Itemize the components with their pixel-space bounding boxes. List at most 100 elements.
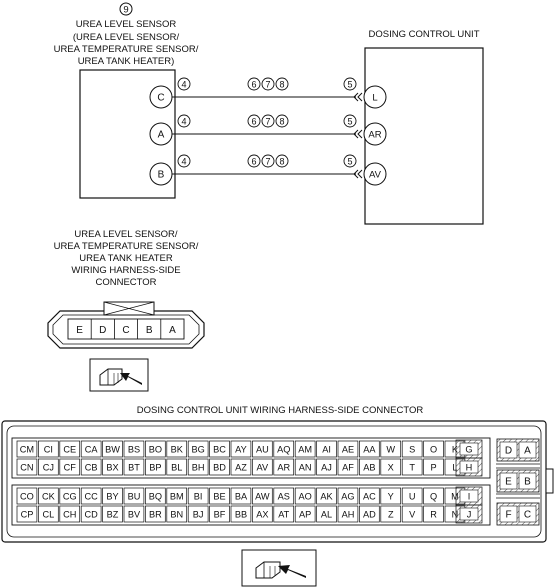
dcu-pin-cell xyxy=(59,505,81,523)
dcu-power-pin-cell xyxy=(518,505,537,523)
dcu-pin-label: CK xyxy=(42,492,56,502)
dcu-pin-cell xyxy=(166,440,188,458)
sensor-title-line-2: (UREA LEVEL SENSOR/ xyxy=(73,32,180,43)
dcu-power-pin-cell xyxy=(499,505,518,523)
dcu-pin-cell xyxy=(252,440,273,458)
dcu-terminal xyxy=(363,85,387,109)
sensor-title-line-1: UREA LEVEL SENSOR xyxy=(76,19,177,30)
dcu-pin-cell xyxy=(380,458,402,476)
dcu-pin-cell xyxy=(38,487,59,505)
dcu-power-pin-label: F xyxy=(505,510,511,521)
dcu-pin-label: AM xyxy=(298,445,312,455)
mid-ref-label: 7 xyxy=(265,117,270,127)
dcu-pin-label: CI xyxy=(44,445,53,455)
dcu-pin-cell xyxy=(230,458,252,476)
sensor-terminal-label: B xyxy=(158,170,165,181)
right-ref-label: 5 xyxy=(347,80,352,90)
dcu-pin-cell xyxy=(166,505,188,523)
dcu-pin-label: X xyxy=(388,463,394,473)
dcu-pin-label: BD xyxy=(213,463,226,473)
sensor-connector-title-line-3: UREA TANK HEATER xyxy=(79,253,173,264)
dcu-pin-label: BT xyxy=(128,463,140,473)
dcu-pin-label: AP xyxy=(299,510,311,520)
dcu-power-pin-label: B xyxy=(524,477,531,488)
dcu-pin-label: CE xyxy=(63,445,76,455)
dcu-pin-label: AA xyxy=(363,445,376,455)
dcu-pin-label: AE xyxy=(342,445,354,455)
dcu-side-pin-cell xyxy=(459,507,479,521)
dcu-pin-cell xyxy=(102,458,123,476)
dcu-pin-label: AS xyxy=(278,492,290,502)
dcu-pin-cell xyxy=(230,487,252,505)
dcu-pin-cell xyxy=(380,440,402,458)
mid-ref-circle xyxy=(247,114,261,128)
dcu-pin-cell xyxy=(423,505,444,523)
dcu-pin-label: BN xyxy=(170,510,183,520)
dcu-pin-label: AZ xyxy=(235,463,247,473)
dcu-pin-cell xyxy=(423,487,444,505)
left-ref-label: 4 xyxy=(181,157,186,167)
sensor-connector-title: UREA LEVEL SENSOR/ UREA TEMPERATURE SENS… xyxy=(54,229,199,288)
mid-ref-label: 7 xyxy=(265,80,270,90)
dcu-pin-cell xyxy=(80,440,102,458)
dcu-pin-cell xyxy=(252,458,273,476)
dcu-pin-cell xyxy=(294,458,316,476)
dcu-pin-label: BX xyxy=(106,463,118,473)
dcu-terminal-label: L xyxy=(372,93,377,104)
dcu-pin-label: CP xyxy=(21,510,34,520)
dcu-pin-cell xyxy=(230,505,252,523)
dcu-pin-cell xyxy=(273,487,295,505)
dcu-pin-label: BL xyxy=(171,463,182,473)
dcu-pin-label: AD xyxy=(363,510,376,520)
dcu-pin-label: AN xyxy=(299,463,312,473)
dcu-pin-cell xyxy=(145,505,166,523)
dcu-pin-cell xyxy=(401,505,423,523)
dcu-pin-label: AY xyxy=(235,445,247,455)
sensor-pin-label: D xyxy=(99,325,106,336)
mid-ref-circle xyxy=(261,154,275,168)
dcu-pin-label: AG xyxy=(341,492,354,502)
mid-ref-label: 6 xyxy=(251,157,256,167)
dcu-pin-label: AO xyxy=(299,492,312,502)
dcu-pin-label: BR xyxy=(149,510,162,520)
dcu-pin-cell xyxy=(38,458,59,476)
dcu-pin-cell xyxy=(316,487,337,505)
dcu-pin-label: CA xyxy=(85,445,99,455)
dcu-pin-label: AC xyxy=(363,492,376,502)
dcu-pin-cell xyxy=(423,458,444,476)
dcu-pin-cell xyxy=(59,440,81,458)
dcu-pin-label: V xyxy=(409,510,416,520)
mid-ref-label: 6 xyxy=(251,117,256,127)
dcu-pin-cell xyxy=(337,487,359,505)
dcu-pin-label: BY xyxy=(106,492,118,502)
dcu-pin-label: W xyxy=(386,445,395,455)
dcu-side-pin-cell xyxy=(459,460,479,474)
dcu-pin-cell xyxy=(16,440,38,458)
dcu-pin-cell xyxy=(316,505,337,523)
dcu-pin-cell xyxy=(359,487,380,505)
dcu-title: DOSING CONTROL UNIT xyxy=(368,29,479,40)
sensor-pin-label: A xyxy=(169,325,176,336)
dcu-pin-cell xyxy=(252,505,273,523)
dcu-pin-cell xyxy=(380,487,402,505)
dcu-pin-label: BE xyxy=(213,492,225,502)
dcu-pin-cell xyxy=(187,440,209,458)
dcu-power-pin-label: D xyxy=(505,446,512,457)
dcu-pin-label: AW xyxy=(255,492,270,502)
dcu-pin-cell xyxy=(294,487,316,505)
dcu-pin-label: AT xyxy=(278,510,289,520)
dcu-pin-cell xyxy=(187,487,209,505)
dcu-pin-cell xyxy=(230,440,252,458)
dcu-pin-label: CB xyxy=(85,463,98,473)
harness-side-icon xyxy=(89,358,149,392)
sensor-connector-title-line-4: WIRING HARNESS-SIDE xyxy=(71,265,180,276)
dcu-pin-label: CD xyxy=(85,510,99,520)
dcu-pin-cell xyxy=(123,505,145,523)
dcu-pin-cell xyxy=(80,505,102,523)
right-ref-circle xyxy=(343,77,357,91)
